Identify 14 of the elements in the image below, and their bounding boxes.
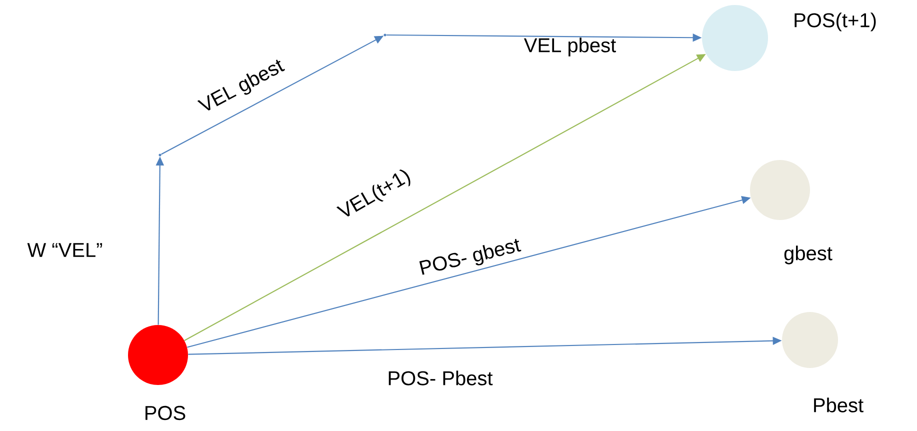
circle-node: Pbest: [782, 312, 864, 412]
circle-node: gbest: [750, 160, 832, 264]
node-label: gbest: [784, 246, 832, 264]
node-label: POS(t+1): [794, 12, 876, 32]
node-label: POS: [146, 406, 186, 420]
edge-label: VEL pbest: [524, 38, 616, 56]
circle-node: POS: [128, 325, 188, 420]
bend-point: [384, 34, 386, 36]
edge-label: POS- Pbest: [388, 370, 493, 386]
node-label: Pbest: [814, 398, 864, 412]
bend-point: [158, 154, 162, 156]
edge-label: W “VEL”: [27, 243, 102, 257]
circle-node: POS(t+1): [702, 5, 876, 71]
edge-label: POS- gbest: [419, 238, 522, 275]
